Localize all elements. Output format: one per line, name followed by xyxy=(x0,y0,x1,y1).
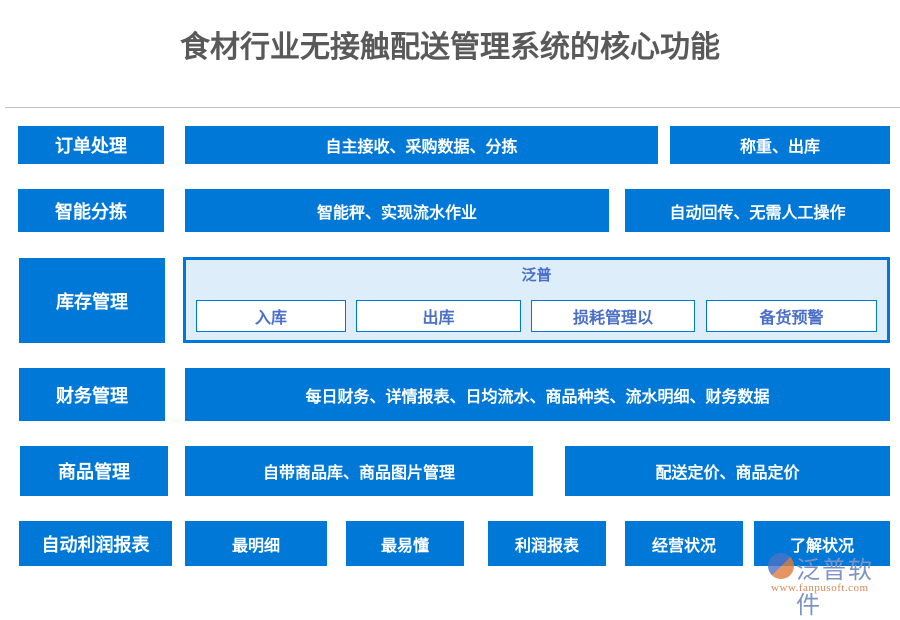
feature-loss-management: 损耗管理以 xyxy=(531,300,695,332)
category-inventory: 库存管理 xyxy=(19,258,165,343)
feature-stock-out: 出库 xyxy=(356,300,521,332)
feature-order-weigh: 称重、出库 xyxy=(670,126,890,164)
feature-pricing: 配送定价、商品定价 xyxy=(565,446,890,496)
feature-stock-alert: 备货预警 xyxy=(706,300,877,332)
feature-order-receive: 自主接收、采购数据、分拣 xyxy=(185,126,658,164)
panel-title: 泛普 xyxy=(521,266,552,284)
feature-product-library: 自带商品库、商品图片管理 xyxy=(185,446,533,496)
feature-stock-in: 入库 xyxy=(196,300,346,332)
feature-smart-scale: 智能秤、实现流水作业 xyxy=(185,189,609,232)
category-order-processing: 订单处理 xyxy=(18,126,164,164)
category-finance: 财务管理 xyxy=(19,368,165,421)
title-divider xyxy=(5,107,900,108)
category-product: 商品管理 xyxy=(20,446,168,496)
inventory-panel: 泛普 入库 出库 损耗管理以 备货预警 xyxy=(183,257,890,343)
feature-easiest: 最易懂 xyxy=(346,521,464,566)
watermark-url: www.fanpusoft.com xyxy=(771,582,869,594)
fanpu-logo-icon xyxy=(768,553,794,579)
category-smart-sorting: 智能分拣 xyxy=(18,189,164,232)
page-title: 食材行业无接触配送管理系统的核心功能 xyxy=(180,30,720,65)
watermark: 泛普软件 www.fanpusoft.com xyxy=(768,553,893,619)
feature-business-status: 经营状况 xyxy=(625,521,743,566)
category-profit-report: 自动利润报表 xyxy=(19,521,172,566)
feature-finance-data: 每日财务、详情报表、日均流水、商品种类、流水明细、财务数据 xyxy=(185,368,890,421)
feature-auto-return: 自动回传、无需人工操作 xyxy=(625,189,890,232)
feature-most-detailed: 最明细 xyxy=(185,521,327,566)
feature-profit-report: 利润报表 xyxy=(488,521,606,566)
